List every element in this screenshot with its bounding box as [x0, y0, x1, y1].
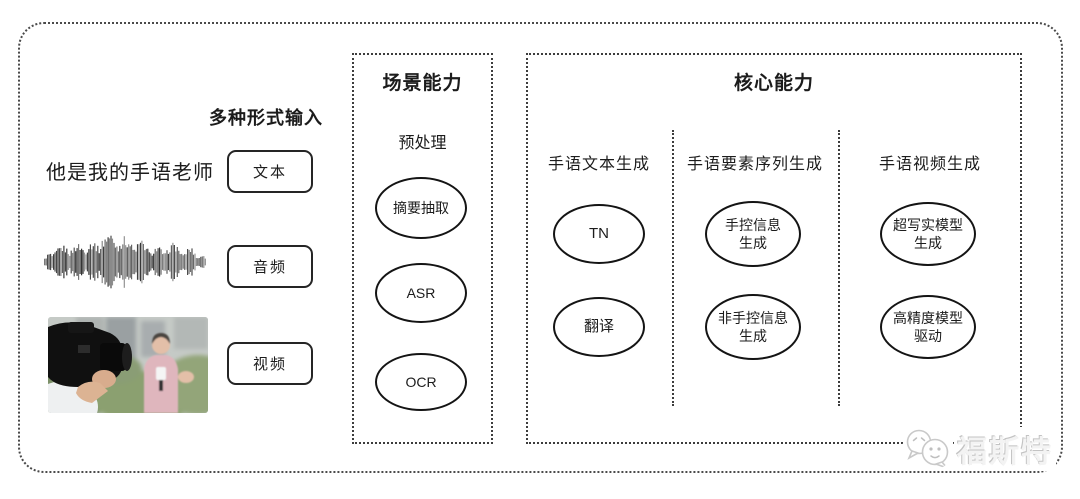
node-label: 生成: [914, 235, 942, 251]
input-type-audio-box: 音频: [227, 245, 313, 288]
node-label: 摘要抽取: [393, 199, 449, 216]
input-type-text-label: 文本: [252, 164, 287, 181]
node-label: 超写实模型: [893, 216, 963, 233]
core-column-header-text-generation: 手语文本生成: [547, 156, 650, 173]
watermark-brand-text: 福斯特: [954, 427, 1056, 471]
node-label: TN: [589, 225, 609, 243]
scene-panel-title: 场景能力: [382, 73, 463, 94]
video-frame-image: [48, 317, 208, 413]
node-summary-extraction: 摘要抽取: [375, 177, 467, 239]
node-translation: 翻译: [553, 297, 645, 357]
node-label: 非手控信息: [718, 309, 788, 326]
node-high-precision-model-driving: 高精度模型 驱动: [880, 295, 976, 359]
node-label: 驱动: [914, 328, 942, 344]
core-column-header-video-generation: 手语视频生成: [878, 156, 981, 173]
node-label: ASR: [406, 284, 436, 301]
node-tn: TN: [553, 204, 645, 264]
input-section-title: 多种形式输入: [209, 108, 323, 128]
core-column-header-element-sequence-generation: 手语要素序列生成: [686, 156, 823, 173]
node-label: OCR: [405, 373, 437, 390]
node-hyperrealistic-model-generation: 超写实模型 生成: [880, 202, 976, 266]
core-column-divider-1: [672, 130, 674, 406]
node-label: 生成: [739, 235, 767, 251]
watermark: 福斯特: [902, 426, 1056, 472]
core-capability-panel: 核心能力: [526, 53, 1022, 444]
chat-bubbles-logo-icon: [902, 427, 954, 471]
node-asr: ASR: [375, 263, 467, 323]
audio-waveform-icon: [44, 230, 206, 294]
node-label: 翻译: [583, 318, 614, 336]
node-manual-info-generation: 手控信息 生成: [705, 201, 801, 267]
scene-capability-panel: 场景能力 预处理: [352, 53, 493, 444]
input-type-text-box: 文本: [227, 150, 313, 193]
node-label: 手控信息: [725, 216, 781, 233]
node-label: 生成: [739, 328, 767, 344]
core-column-divider-2: [838, 130, 840, 406]
outer-dotted-border: [18, 22, 1063, 473]
input-type-video-label: 视频: [252, 356, 287, 373]
core-panel-title: 核心能力: [733, 73, 814, 94]
node-label: 高精度模型: [893, 309, 963, 326]
node-non-manual-info-generation: 非手控信息 生成: [705, 294, 801, 360]
input-type-video-box: 视频: [227, 342, 313, 385]
preprocess-label: 预处理: [398, 135, 447, 152]
video-frame-illustration: [48, 317, 208, 413]
text-sample: 他是我的手语老师: [46, 162, 214, 184]
node-ocr: OCR: [375, 353, 467, 411]
input-type-audio-label: 音频: [252, 259, 287, 276]
